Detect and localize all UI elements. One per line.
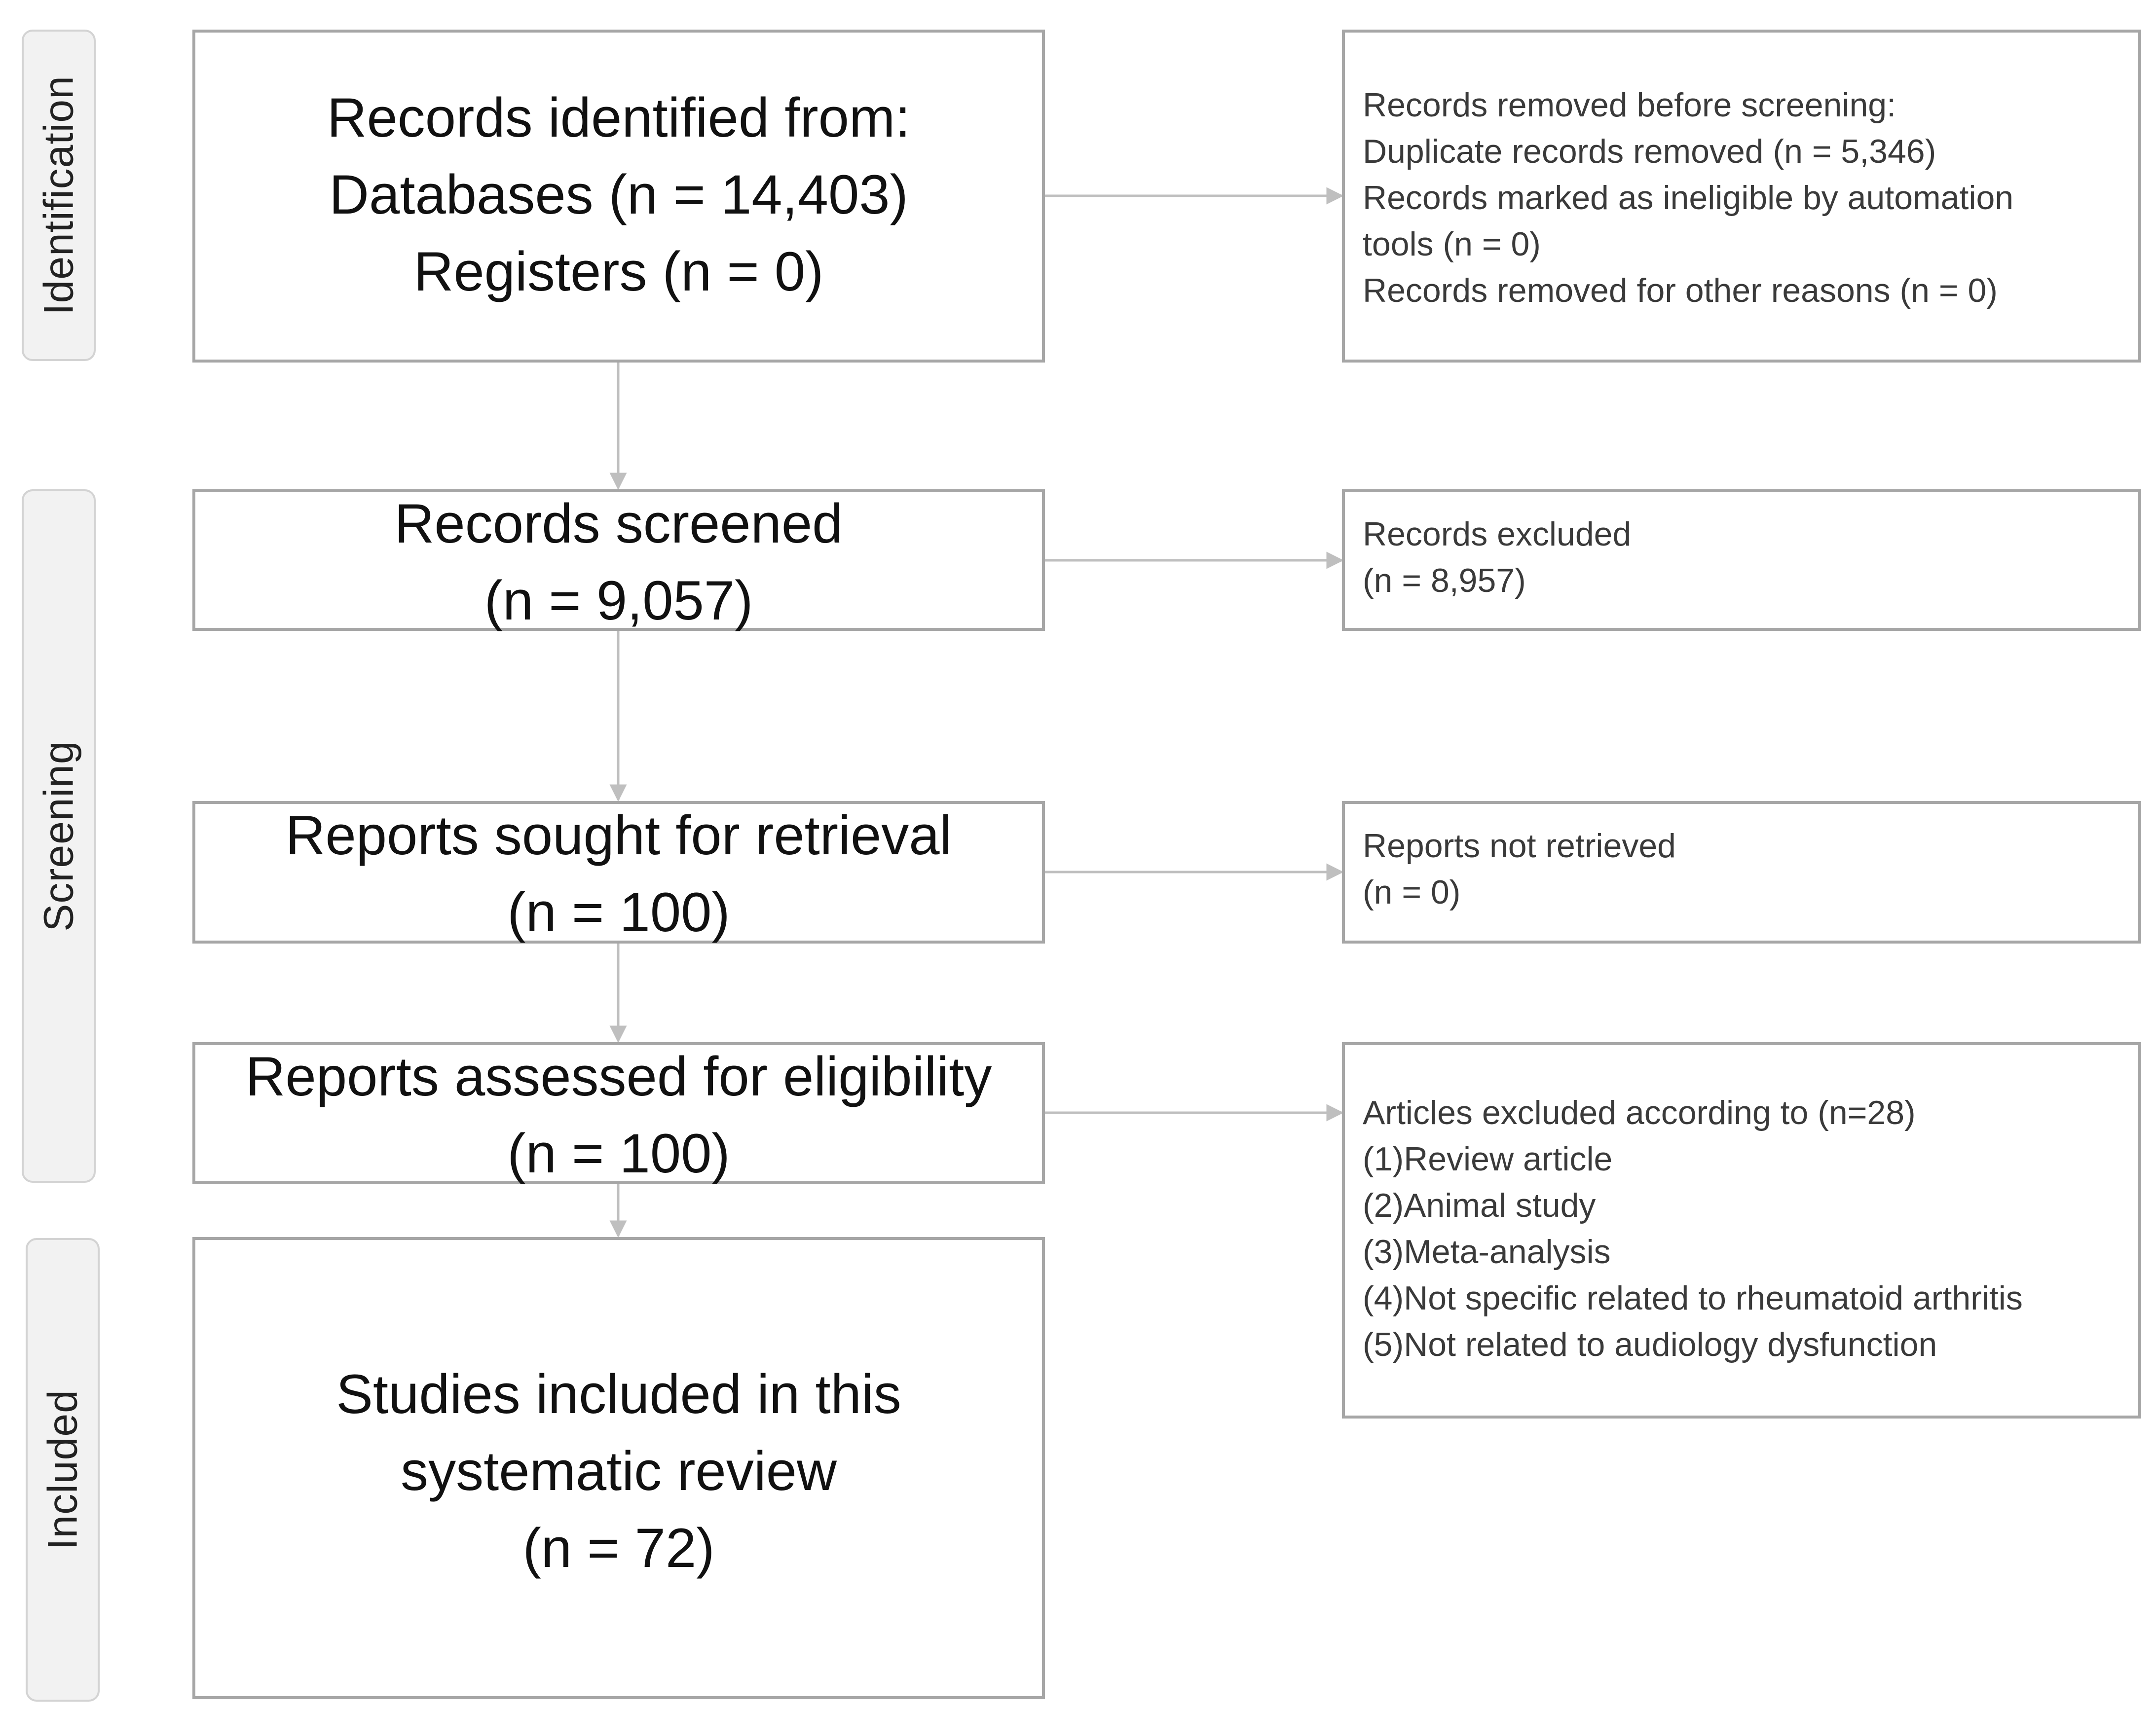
- studies-included-count: (n = 72): [522, 1517, 715, 1579]
- phase-identification: Identification: [22, 30, 96, 361]
- exclusion-reason-5: (5)Not related to audiology dysfunction: [1363, 1326, 1937, 1363]
- registers-count: Registers (n = 0): [413, 241, 824, 302]
- records-screened-count: (n = 9,057): [484, 570, 753, 631]
- reports-not-retrieved-box: Reports not retrieved (n = 0): [1342, 801, 2141, 944]
- reports-assessed-count: (n = 100): [507, 1123, 730, 1184]
- records-excluded-label: Records excluded: [1363, 515, 1632, 553]
- records-removed-heading: Records removed before screening:: [1363, 86, 1896, 124]
- articles-excluded-heading: Articles excluded according to (n=28): [1363, 1094, 1916, 1131]
- records-excluded-box: Records excluded (n = 8,957): [1342, 489, 2141, 631]
- records-excluded-count: (n = 8,957): [1363, 562, 1526, 599]
- reports-sought-count: (n = 100): [507, 881, 730, 943]
- reports-assessed-box: Reports assessed for eligibility (n = 10…: [192, 1042, 1045, 1184]
- reports-not-retrieved-label: Reports not retrieved: [1363, 827, 1676, 865]
- studies-included-label: Studies included in this: [336, 1363, 901, 1425]
- articles-excluded-box: Articles excluded according to (n=28) (1…: [1342, 1042, 2141, 1419]
- records-identified-heading: Records identified from:: [327, 87, 911, 148]
- reports-sought-box: Reports sought for retrieval (n = 100): [192, 801, 1045, 944]
- exclusion-reason-4: (4)Not specific related to rheumatoid ar…: [1363, 1279, 2023, 1317]
- phase-screening: Screening: [22, 489, 96, 1183]
- records-identified-box: Records identified from: Databases (n = …: [192, 30, 1045, 363]
- exclusion-reason-2: (2)Animal study: [1363, 1187, 1596, 1224]
- databases-count: Databases (n = 14,403): [329, 164, 908, 225]
- reports-assessed-label: Reports assessed for eligibility: [245, 1046, 992, 1107]
- duplicates-removed: Duplicate records removed (n = 5,346): [1363, 133, 1936, 170]
- records-screened-label: Records screened: [394, 493, 843, 554]
- automation-ineligible-count: tools (n = 0): [1363, 225, 1541, 263]
- records-screened-box: Records screened (n = 9,057): [192, 489, 1045, 631]
- studies-included-label-2: systematic review: [401, 1440, 837, 1502]
- exclusion-reason-1: (1)Review article: [1363, 1140, 1613, 1178]
- studies-included-box: Studies included in this systematic revi…: [192, 1237, 1045, 1699]
- other-reasons-removed: Records removed for other reasons (n = 0…: [1363, 272, 1998, 309]
- reports-sought-label: Reports sought for retrieval: [285, 804, 952, 866]
- exclusion-reason-3: (3)Meta-analysis: [1363, 1233, 1611, 1271]
- reports-not-retrieved-count: (n = 0): [1363, 874, 1461, 911]
- automation-ineligible: Records marked as ineligible by automati…: [1363, 179, 2014, 217]
- records-removed-box: Records removed before screening: Duplic…: [1342, 30, 2141, 363]
- phase-included: Included: [26, 1238, 100, 1702]
